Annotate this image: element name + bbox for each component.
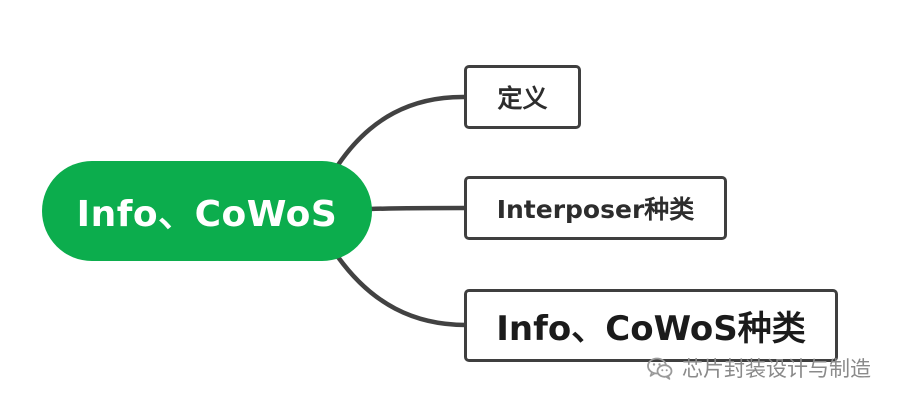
subtopic-definition-label: 定义: [497, 84, 548, 113]
subtopic-definition[interactable]: 定义: [464, 65, 581, 129]
watermark: 芯片封装设计与制造: [646, 352, 871, 384]
subtopic-interposer-types-label: Interposer种类: [496, 195, 695, 224]
connector-to-info-cowos-types: [335, 254, 469, 328]
root-topic-node[interactable]: Info、CoWoS: [42, 161, 372, 261]
subtopic-info-cowos-types[interactable]: Info、CoWoS种类: [464, 289, 838, 362]
wechat-icon: [647, 357, 673, 380]
watermark-text: 芯片封装设计与制造: [682, 357, 871, 381]
root-topic-label: Info、CoWoS: [76, 194, 338, 235]
connector-to-definition: [335, 94, 469, 168]
subtopic-interposer-types[interactable]: Interposer种类: [464, 176, 727, 240]
connector-to-interposer-types: [367, 205, 469, 212]
subtopic-info-cowos-types-label: Info、CoWoS种类: [496, 309, 806, 349]
